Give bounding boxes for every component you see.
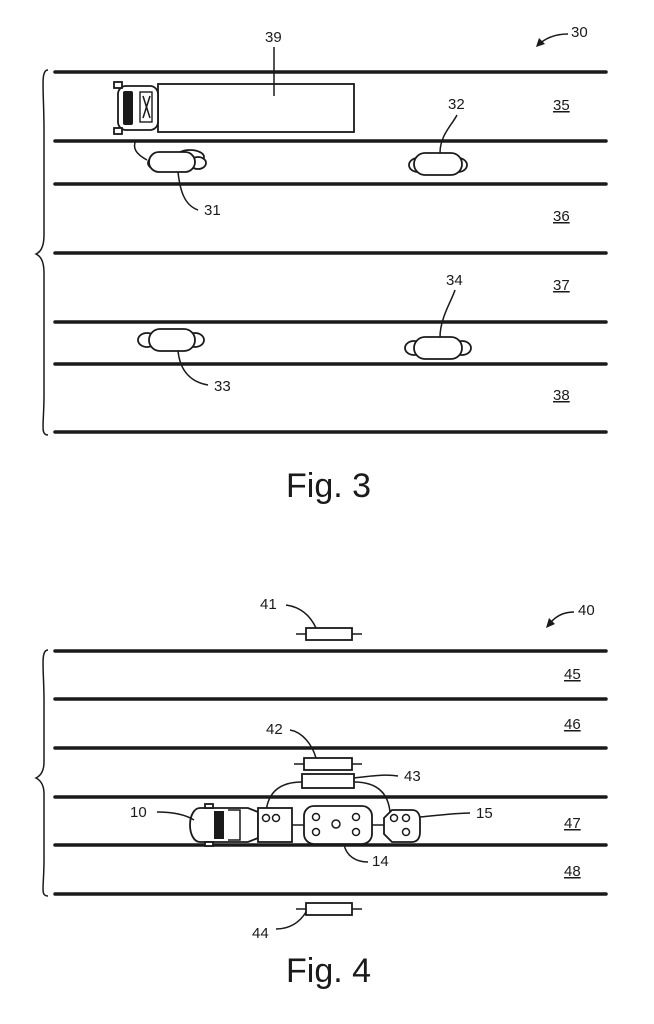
vehicle-label-32: 32	[448, 96, 465, 113]
left-brace	[34, 69, 49, 436]
leader-15	[419, 812, 471, 818]
arrowhead	[546, 618, 555, 628]
trailer-15	[372, 809, 421, 843]
figure-4-caption: Fig. 4	[286, 952, 371, 990]
truck-cab-detail	[139, 91, 153, 123]
lane-label-37: 37	[553, 277, 570, 294]
leader-33	[177, 350, 209, 386]
leader-34	[439, 289, 456, 338]
truck-cab-detail	[142, 95, 151, 119]
truck-windshield	[123, 91, 133, 125]
vehicle-33	[137, 328, 205, 352]
trailer-label-14: 14	[372, 853, 389, 870]
tether-31	[133, 139, 148, 161]
leader-43	[353, 774, 399, 779]
roadside-unit-41	[296, 627, 362, 641]
vehicle-label-10: 10	[130, 804, 147, 821]
truck-label-39: 39	[265, 29, 282, 46]
vehicle-hitch-unit	[257, 807, 304, 843]
leader-31	[177, 171, 199, 211]
lane-label-36: 36	[553, 208, 570, 225]
lane-label-48: 48	[564, 863, 581, 880]
lane-label-38: 38	[553, 387, 570, 404]
truck-trailer	[157, 83, 355, 133]
vehicle-label-31: 31	[204, 202, 221, 219]
lane-label-45: 45	[564, 666, 581, 683]
lane-label-47: 47	[564, 815, 581, 832]
wire-right	[353, 781, 391, 813]
leader-44	[275, 911, 307, 930]
trailer-14	[303, 805, 373, 845]
unit-label-43: 43	[404, 768, 421, 785]
roadside-unit-44	[296, 902, 362, 916]
figure-3: 30 39 31 32	[34, 24, 608, 505]
figure-3-caption: Fig. 3	[286, 467, 371, 505]
lane-label-46: 46	[564, 716, 581, 733]
leader-32	[439, 114, 458, 154]
leader-42	[289, 729, 317, 759]
unit-label-42: 42	[266, 721, 283, 738]
figure-ref-30: 30	[571, 24, 588, 41]
vehicle-label-34: 34	[446, 272, 463, 289]
vehicle-34	[404, 336, 472, 360]
vehicle-label-33: 33	[214, 378, 231, 395]
arrowhead	[536, 38, 545, 47]
hitch-label-15: 15	[476, 805, 493, 822]
truck-mirror	[113, 127, 123, 135]
unit-label-44: 44	[252, 925, 269, 942]
left-brace	[34, 649, 49, 897]
unit-label-41: 41	[260, 596, 277, 613]
onboard-unit-43	[301, 773, 355, 789]
vehicle-32	[408, 152, 468, 176]
leader-41	[285, 604, 317, 629]
tow-vehicle-10	[189, 803, 259, 847]
lane-label-35: 35	[553, 97, 570, 114]
truck-mirror	[113, 81, 123, 89]
figure-4: 40 41 42 43 10	[34, 596, 608, 990]
leader-14	[343, 843, 369, 863]
vehicle-31	[147, 149, 207, 173]
roadside-unit-42	[294, 757, 362, 771]
vehicle-windshield	[214, 811, 224, 839]
leader-10	[156, 811, 195, 821]
truck	[113, 81, 355, 135]
figure-ref-40: 40	[578, 602, 595, 619]
